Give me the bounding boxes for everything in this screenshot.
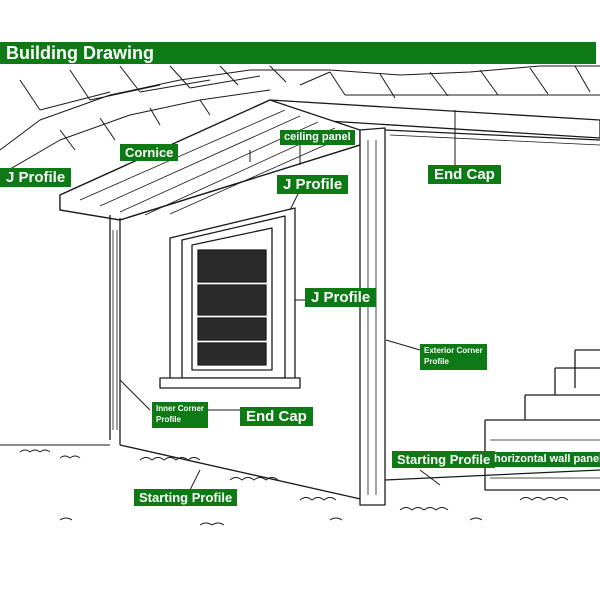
label-end-cap-top: End Cap xyxy=(428,165,501,184)
label-horizontal-wall-panel: horizontal wall panel xyxy=(490,452,600,467)
label-j-profile-window-top: J Profile xyxy=(277,175,349,194)
label-ceiling-panel: ceiling panel xyxy=(280,130,355,145)
label-inner-corner-line2: Profile xyxy=(156,414,181,424)
label-j-profile-window-side: J Profile xyxy=(305,288,377,307)
label-starting-profile-left: Starting Profile xyxy=(134,489,238,506)
label-j-profile-left: J Profile xyxy=(0,168,72,187)
label-exterior-corner-line1: Exterior Corner xyxy=(424,346,483,355)
label-inner-corner-profile: Inner Corner Profile xyxy=(152,402,209,428)
soffit xyxy=(59,99,361,221)
page-title: Building Drawing xyxy=(0,42,596,64)
label-exterior-corner-line2: Profile xyxy=(424,356,449,366)
label-exterior-corner-profile: Exterior Corner Profile xyxy=(420,344,487,370)
label-end-cap-window: End Cap xyxy=(240,407,313,426)
exterior-corner-post xyxy=(359,127,386,506)
label-starting-profile-right: Starting Profile xyxy=(392,451,496,468)
label-inner-corner-line1: Inner Corner xyxy=(156,404,205,413)
label-cornice: Cornice xyxy=(120,144,179,161)
roof-shingles xyxy=(0,65,600,176)
